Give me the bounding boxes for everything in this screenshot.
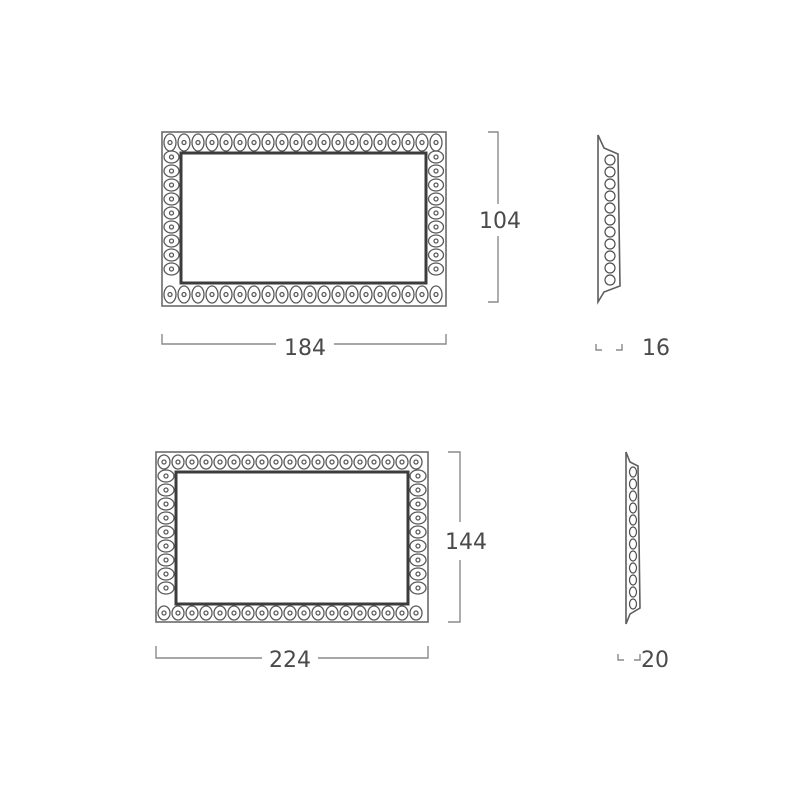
small-height-dimension: 104 — [479, 131, 521, 303]
large-width-label: 224 — [269, 648, 311, 673]
large-height-label: 144 — [445, 530, 487, 555]
large-side-ornament — [628, 466, 638, 610]
small-mirror-side — [597, 134, 621, 305]
small-side-ornament — [604, 154, 616, 286]
small-depth-label: 16 — [642, 336, 670, 361]
large-mirror-side — [625, 451, 641, 625]
small-depth-dimension: 16 — [595, 336, 670, 361]
small-frame-ornament — [163, 133, 445, 304]
large-width-dimension: 224 — [155, 646, 429, 673]
small-width-label: 184 — [284, 336, 326, 361]
large-mirror-glass — [174, 470, 410, 606]
small-height-label: 104 — [479, 209, 521, 234]
large-depth-label: 20 — [641, 648, 669, 673]
large-height-dimension: 144 — [445, 451, 487, 623]
small-frame-outer — [161, 131, 447, 307]
small-width-dimension: 184 — [161, 334, 447, 361]
small-mirror-front — [161, 131, 447, 307]
large-depth-dimension: 20 — [617, 648, 669, 673]
large-frame-ornament — [157, 454, 427, 621]
large-mirror-front — [155, 451, 429, 623]
large-frame-outer — [155, 451, 429, 623]
small-mirror-glass — [179, 151, 428, 285]
